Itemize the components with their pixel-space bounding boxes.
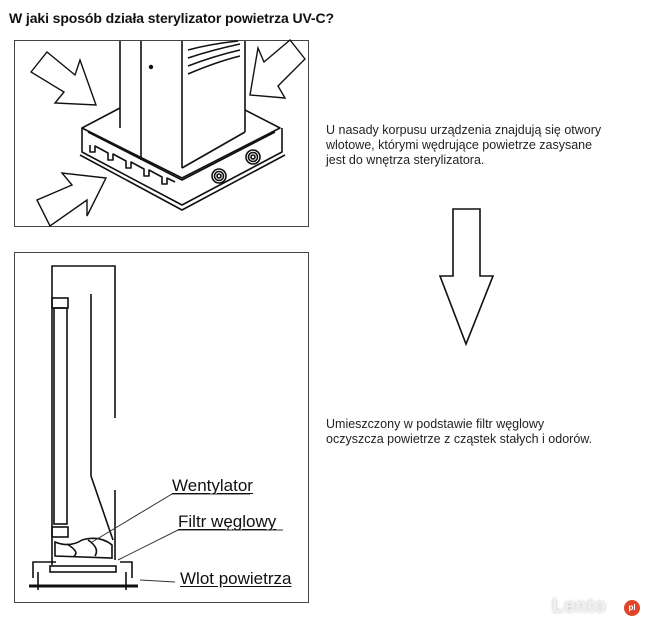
label-air-inlet: Wlot powietrza [180,569,292,588]
text-line: U nasady korpusu urządzenia znajdują się… [326,122,602,137]
text-line: oczyszcza powietrze z cząstek stałych i … [326,431,593,446]
illustration-air-intake [14,40,309,227]
label-carbon-filter: Filtr węglowy [178,512,277,531]
label-fan: Wentylator [172,476,253,495]
watermark-logo: Lento [552,596,607,617]
text-line: Umieszczony w podstawie filtr węglowy [326,416,545,431]
page-title: W jaki sposób działa sterylizator powiet… [9,10,334,26]
illustration-cross-section [14,252,309,603]
text-line: jest do wnętrza sterylizatora. [326,152,485,167]
intake-description: U nasady korpusu urządzenia znajdują się… [326,123,626,168]
watermark-badge: pl [624,600,640,616]
filter-description: Umieszczony w podstawie filtr węglowy oc… [326,417,636,447]
text-line: wlotowe, którymi wędrujące powietrze zas… [326,137,593,152]
